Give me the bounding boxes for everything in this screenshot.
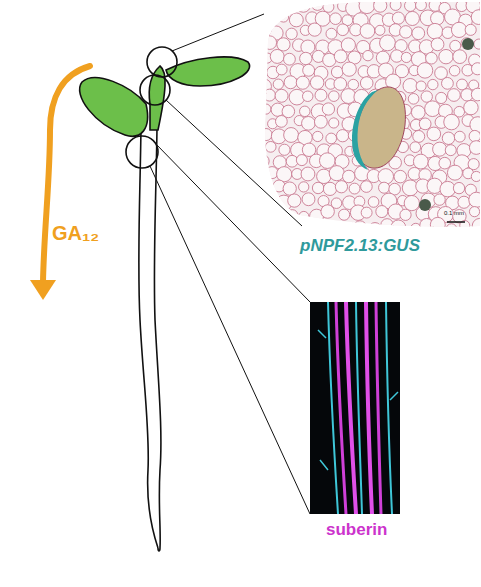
hormone-label: GA₁₂: [52, 222, 99, 245]
leader-line: [150, 166, 310, 514]
gus-micrograph: [257, 0, 481, 236]
suberin-micrograph: [310, 302, 400, 514]
zoom-circle: [140, 75, 170, 105]
scale-bar: [447, 221, 465, 223]
zoom-circle: [126, 136, 158, 168]
leader-line: [166, 100, 302, 226]
reporter-label: pNPF2.13:GUS: [300, 236, 420, 256]
hypocotyl-root: [139, 128, 161, 548]
zoom-circle: [147, 47, 177, 77]
scale-label: 0.1 mm: [444, 210, 464, 216]
cotyledon: [80, 78, 148, 137]
arrow-head: [30, 280, 56, 300]
stain-label: suberin: [326, 520, 387, 540]
leader-line: [155, 143, 310, 302]
leader-line: [172, 14, 264, 51]
cotyledon: [166, 57, 250, 86]
